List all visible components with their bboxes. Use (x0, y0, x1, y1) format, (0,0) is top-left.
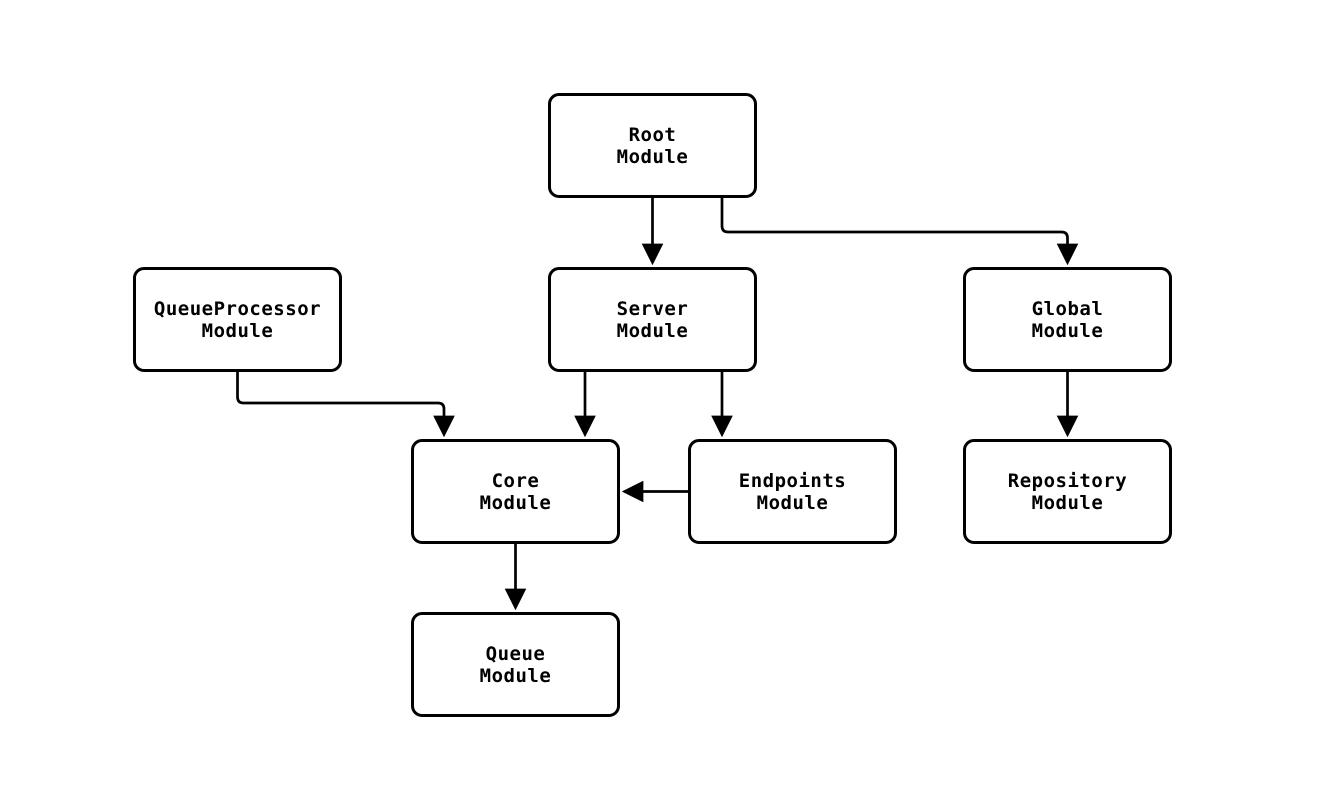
node-repository-module-label: Repository Module (1007, 469, 1128, 514)
node-core-module: Core Module (411, 439, 620, 544)
node-server-module-label: Server Module (616, 297, 689, 342)
node-core-module-label: Core Module (479, 469, 552, 514)
node-server-module: Server Module (548, 267, 757, 372)
node-root-module: Root Module (548, 93, 757, 198)
node-root-module-label: Root Module (616, 123, 689, 168)
node-queueprocessor-module-label: QueueProcessor Module (153, 297, 322, 342)
node-global-module: Global Module (963, 267, 1172, 372)
node-global-module-label: Global Module (1031, 297, 1104, 342)
node-endpoints-module-label: Endpoints Module (738, 469, 847, 514)
edge-queueprocessor-to-core (236, 372, 455, 438)
node-queue-module: Queue Module (411, 612, 620, 717)
edge-root-to-global (720, 198, 1079, 266)
node-queueprocessor-module: QueueProcessor Module (133, 267, 342, 372)
node-queue-module-label: Queue Module (479, 642, 552, 687)
node-repository-module: Repository Module (963, 439, 1172, 544)
node-endpoints-module: Endpoints Module (688, 439, 897, 544)
